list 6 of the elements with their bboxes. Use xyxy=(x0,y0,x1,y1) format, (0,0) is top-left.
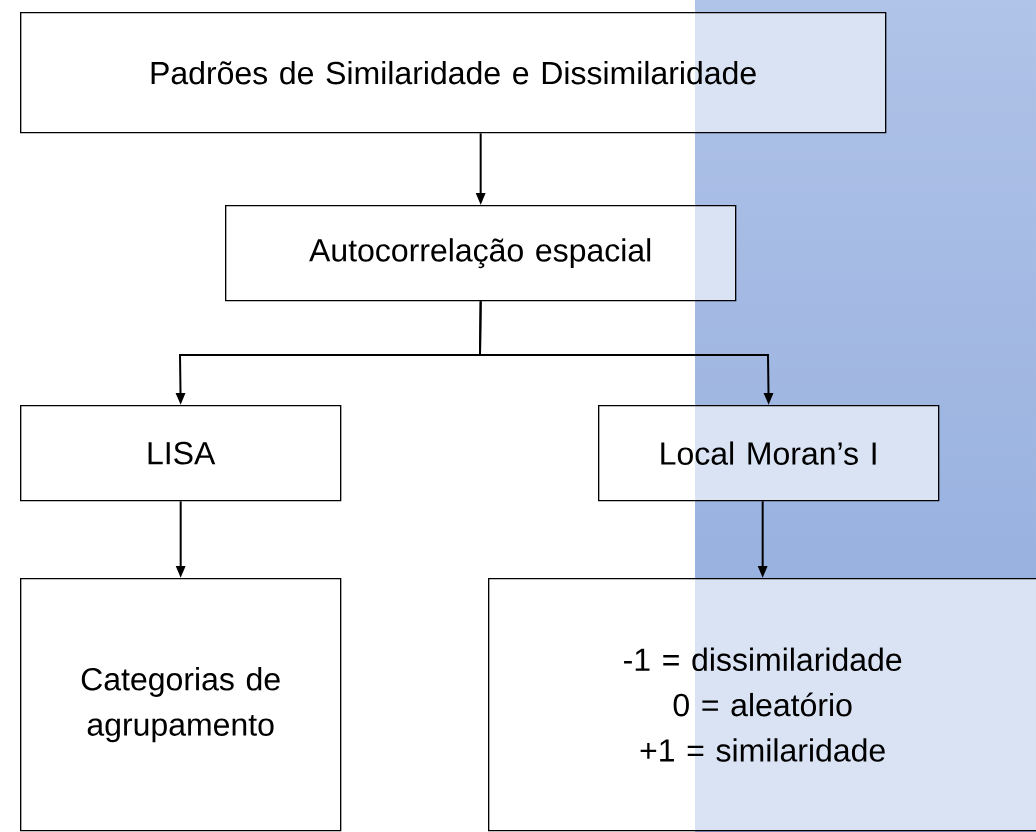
process-box: Local Moran’s I xyxy=(598,405,940,502)
process-box: Categorias de agrupamento xyxy=(20,578,342,832)
process-box: -1 = dissimilaridade 0 = aleatório +1 = similaridade xyxy=(488,578,1036,832)
process-box: LISA xyxy=(20,405,342,502)
process-box: Padrões de Similaridade e Dissimilaridade xyxy=(20,12,887,134)
process-box: Autocorrelação espacial xyxy=(225,205,737,302)
